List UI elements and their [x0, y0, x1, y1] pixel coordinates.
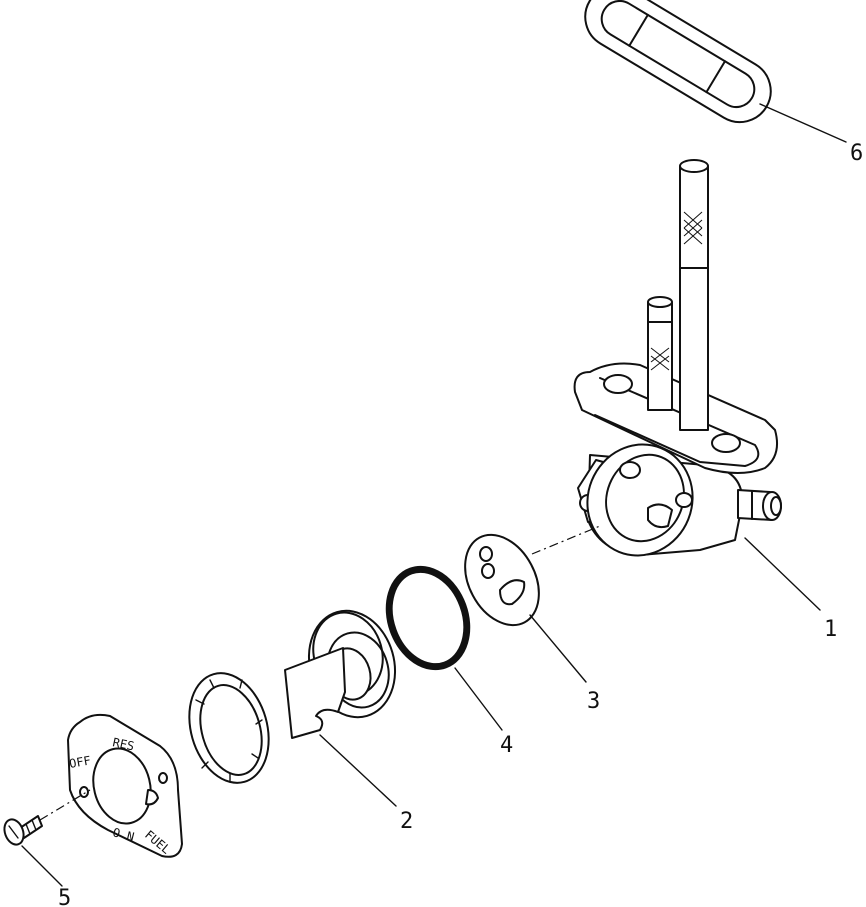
part-4-o-ring: [385, 565, 471, 671]
plate-label-res: RES: [111, 735, 135, 753]
part-3-valve-seal: [464, 533, 540, 627]
callout-numbers: 6 1 3 4 2 5: [58, 141, 863, 907]
callout-4: 4: [500, 733, 513, 758]
wave-washer: [188, 672, 270, 784]
indicator-plate: RES OFF O N FUEL: [67, 713, 183, 858]
callout-3: 3: [587, 689, 600, 714]
callout-1: 1: [824, 617, 837, 642]
callout-6: 6: [850, 141, 863, 166]
leader-lines: [21, 103, 847, 887]
assembly-axis: [39, 525, 601, 821]
callout-2: 2: [400, 809, 413, 834]
plate-label-off: OFF: [68, 753, 92, 771]
part-5-screw: [3, 815, 43, 846]
part-1-fuel-cock-body: [573, 159, 782, 557]
plate-label-on: O N: [111, 825, 135, 844]
callout-5: 5: [58, 886, 71, 907]
part-6-gasket: [584, 0, 772, 124]
part-2-lever: [284, 609, 397, 739]
